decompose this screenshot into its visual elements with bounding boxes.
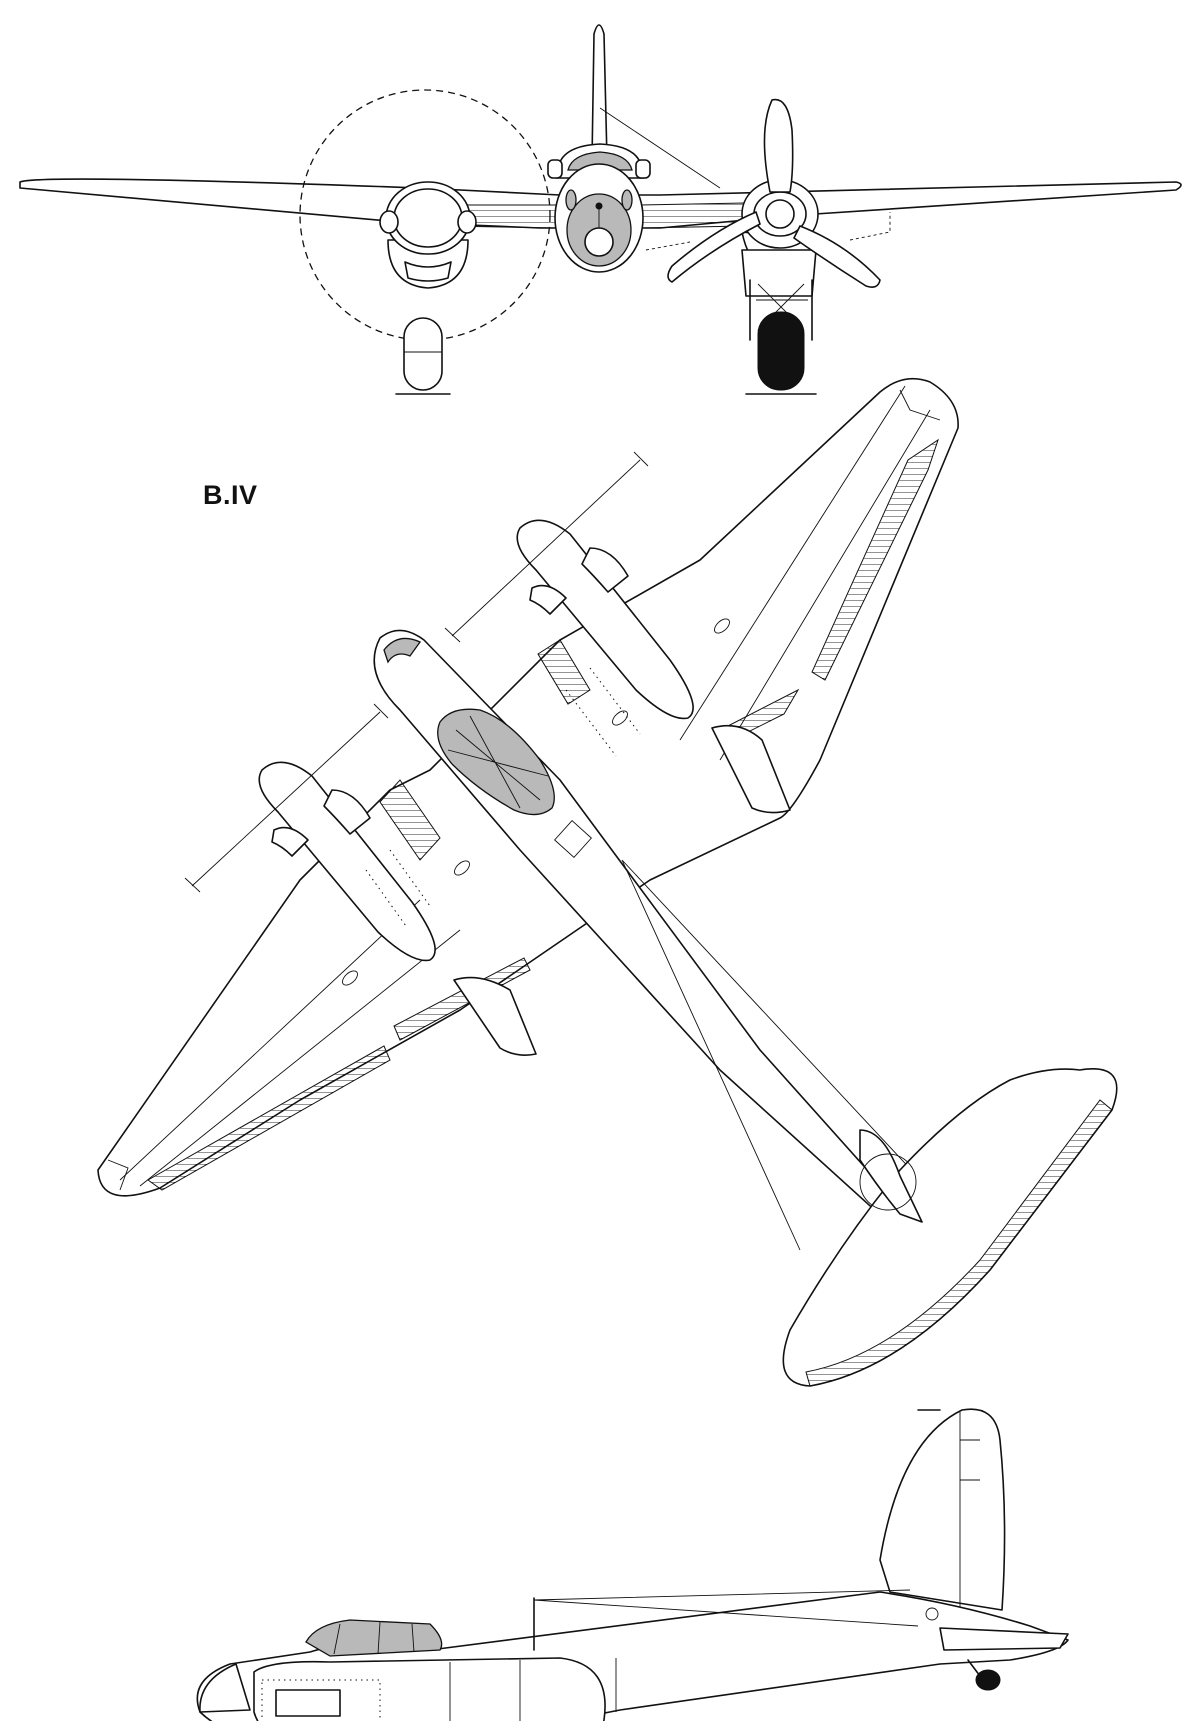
front-wing-band-right — [639, 202, 746, 229]
plan-right-propeller-arc — [444, 451, 649, 643]
plan-wing-vent-4 — [342, 970, 358, 986]
aircraft-variant-label: B.IV — [203, 480, 258, 510]
plan-tailplane — [782, 1068, 1118, 1387]
plan-left-wing-flap-fairing — [453, 976, 537, 1056]
side-view — [196, 1408, 1069, 1721]
front-bracing-wire — [599, 107, 721, 189]
side-fin — [879, 1408, 1006, 1611]
front-left-wheel — [395, 317, 451, 395]
plan-left-wingtip — [107, 1159, 129, 1191]
plan-inner-wing-section-left — [379, 779, 441, 861]
front-left-engine-nacelle — [379, 181, 477, 289]
front-propeller-blades — [667, 98, 881, 288]
plan-elevator — [805, 1099, 1113, 1387]
front-fuselage — [547, 143, 651, 273]
side-rudder-line — [959, 1412, 980, 1610]
plan-right-engine-nacelle — [516, 519, 694, 720]
plan-left-propeller-arc — [184, 703, 389, 893]
plan-right-wingtip — [899, 389, 941, 421]
side-tail-wheel — [967, 1659, 1001, 1691]
side-tailplane — [939, 1627, 1069, 1651]
plan-wing-spar-line — [119, 385, 931, 1187]
plan-left-engine-nacelle — [258, 761, 436, 962]
plan-left-aileron — [147, 1045, 391, 1191]
side-nose — [199, 1663, 251, 1713]
plan-right-wing-flap-fairing — [711, 724, 791, 814]
plan-cockpit-canopy — [437, 708, 555, 816]
side-engine-nacelle — [253, 1657, 606, 1721]
plan-wing-vent-3 — [454, 860, 470, 876]
plan-right-aileron — [811, 438, 939, 681]
plan-view — [97, 377, 1118, 1387]
side-aerial-wire — [533, 1589, 919, 1627]
front-fin — [591, 24, 608, 161]
side-canopy — [305, 1619, 443, 1657]
plan-inner-wing-section-right — [537, 639, 591, 705]
plan-fuselage-hatch — [554, 820, 592, 858]
side-exhaust — [275, 1689, 341, 1717]
plan-tail-roundel — [859, 1153, 917, 1211]
plan-tail-centre — [859, 1129, 923, 1223]
side-canopy-frames — [333, 1621, 415, 1655]
side-nacelle-seams — [449, 1660, 521, 1721]
plan-wing-vent-2 — [612, 710, 628, 726]
plan-aerial-wire — [621, 859, 931, 1251]
plan-nose-glazing — [383, 637, 421, 664]
side-fuselage-marking — [925, 1607, 939, 1621]
front-view — [19, 24, 1182, 395]
front-flap-outline — [645, 212, 891, 251]
front-right-undercarriage — [745, 279, 817, 395]
plan-wing-vent-1 — [714, 618, 730, 634]
